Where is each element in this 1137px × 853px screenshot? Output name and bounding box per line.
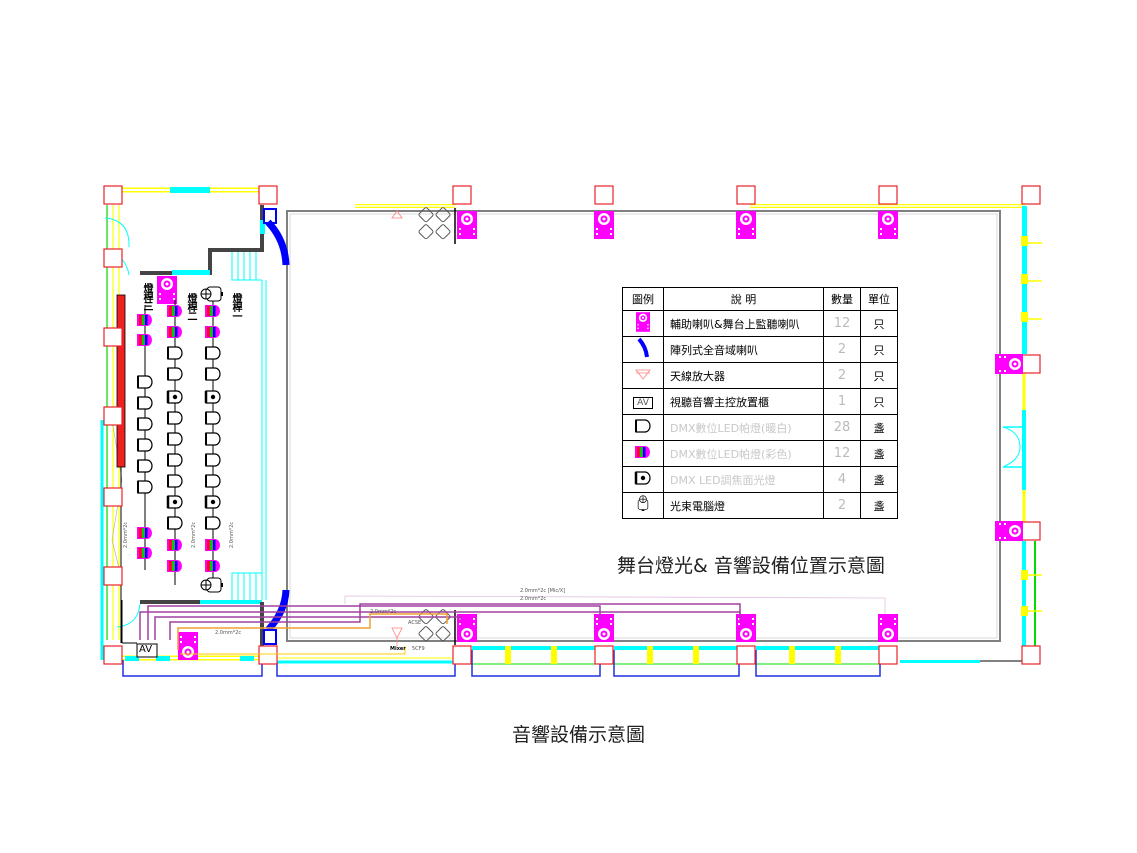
svg-text:Mixer: Mixer <box>390 646 406 652</box>
svg-text:2.0mm*2c: 2.0mm*2c <box>215 630 241 636</box>
legend-row: DMX數位LED帕燈(暖白) 28 盞 <box>622 414 898 441</box>
east-wall <box>1002 206 1042 649</box>
svg-text:2.0mm*2c: 2.0mm*2c <box>191 522 197 548</box>
legend-row: 天線放大器 2 只 <box>622 362 898 389</box>
line-array-speaker-icon <box>637 337 649 358</box>
batten-1-label: 燈桿一 <box>230 293 241 320</box>
batten-2 <box>166 300 184 585</box>
south-wall <box>276 646 1022 677</box>
legend-header-unit: 單位 <box>860 287 898 311</box>
wash-light-cluster-top <box>418 207 456 244</box>
av-cabinet-label: AV <box>139 644 153 655</box>
antenna-amplifier-bottom <box>391 627 403 646</box>
av-cabinet-icon: AV <box>633 396 653 409</box>
control-room-walls <box>100 187 270 677</box>
legend-header-description: 說 明 <box>663 287 824 311</box>
svg-text:2.0mm*2c [Mic/X]: 2.0mm*2c [Mic/X] <box>520 588 565 594</box>
legend-row: DMX數位LED帕燈(彩色) 12 盞 <box>622 440 898 467</box>
legend-row: 陣列式全音域喇叭 2 只 <box>622 336 898 363</box>
led-par-warm-icon <box>635 419 651 433</box>
batten-2-label: 燈桿二 <box>185 293 196 320</box>
legend-table: 圖例 說 明 數量 單位 輔助喇叭&舞台上監聽喇叭 12 只 陣列式全音域喇叭 … <box>622 287 898 519</box>
line-array-speaker-bottom <box>263 589 290 645</box>
svg-text:2.0mm*2c: 2.0mm*2c <box>370 609 396 615</box>
moving-head-icon <box>637 495 649 512</box>
batten-1 <box>200 286 224 593</box>
svg-text:2.0mm*2c: 2.0mm*2c <box>229 522 235 548</box>
legend-header-quantity: 數量 <box>823 287 861 311</box>
legend-header-symbol: 圖例 <box>622 287 664 311</box>
red-panel <box>116 294 126 468</box>
monitor-speaker-icon <box>636 312 650 332</box>
legend-row: AV 視聽音響主控放置櫃 1 只 <box>622 388 898 415</box>
stage-outline <box>286 210 1001 642</box>
svg-text:ACSE: ACSE <box>408 620 421 626</box>
line-array-speaker-top <box>263 208 290 266</box>
led-par-color-icon <box>635 446 650 458</box>
legend-row: 輔助喇叭&舞台上監聽喇叭 12 只 <box>622 310 898 337</box>
legend-row: 光束電腦燈 2 盞 <box>622 492 898 519</box>
monitor-speakers-top <box>457 211 898 239</box>
antenna-amplifier-top <box>391 210 403 219</box>
control-room-speaker <box>157 276 177 304</box>
led-zoom-profile-icon <box>634 470 652 486</box>
control-room-speaker-bottom <box>178 632 198 660</box>
legend-row: DMX LED調焦面光燈 4 盞 <box>622 466 898 493</box>
diagram-caption: 音響設備示意圖 <box>512 724 646 746</box>
av-cabinet <box>136 643 158 658</box>
antenna-amplifier-icon <box>635 369 651 380</box>
svg-text:5CF9: 5CF9 <box>412 646 425 652</box>
batten-3-label: 燈桿三 <box>141 283 152 310</box>
svg-text:2.0mm*2c: 2.0mm*2c <box>520 596 546 602</box>
diagram-subtitle: 舞台燈光& 音響設備位置示意圖 <box>617 555 885 577</box>
cable-runs <box>139 595 886 655</box>
legend-header-row: 圖例 說 明 數量 單位 <box>622 287 898 311</box>
svg-text:2.0mm*2c: 2.0mm*2c <box>123 522 129 548</box>
batten-3 <box>137 305 153 570</box>
